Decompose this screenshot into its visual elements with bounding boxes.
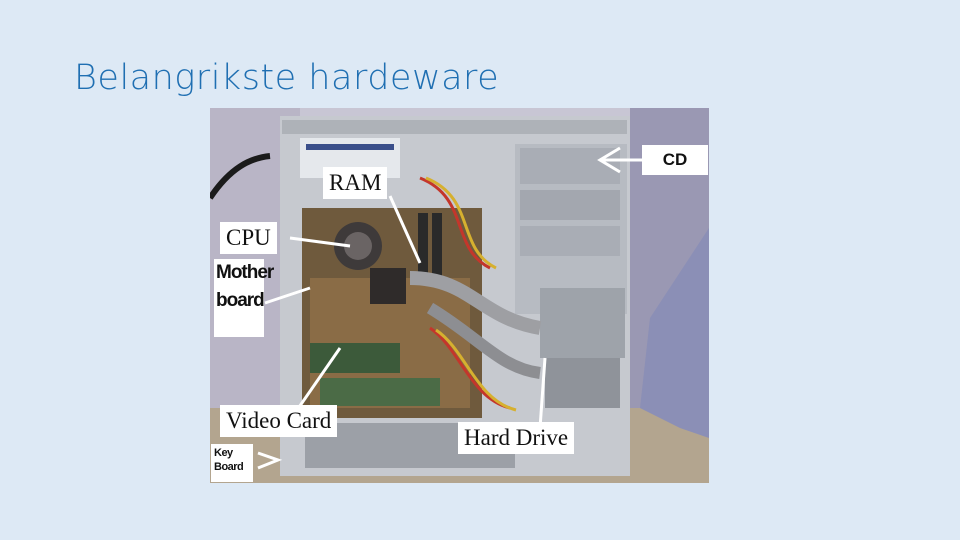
- keyboard-label: Key Board: [211, 444, 253, 482]
- keyboard-label-line1: Key: [214, 447, 233, 459]
- ram-label: RAM: [323, 167, 388, 199]
- hard-drive-label: Hard Drive: [458, 422, 575, 454]
- motherboard-label-line2: board: [216, 290, 265, 311]
- video-card-label: Video Card: [220, 405, 338, 437]
- motherboard-label: Mother board: [214, 259, 274, 337]
- motherboard-label-line1: Mother: [216, 262, 274, 283]
- cpu-label: CPU: [220, 222, 277, 254]
- slide-title: Belangrikste hardeware: [74, 58, 500, 98]
- keyboard-label-line2: Board: [214, 461, 244, 473]
- cd-label: CD: [642, 145, 708, 175]
